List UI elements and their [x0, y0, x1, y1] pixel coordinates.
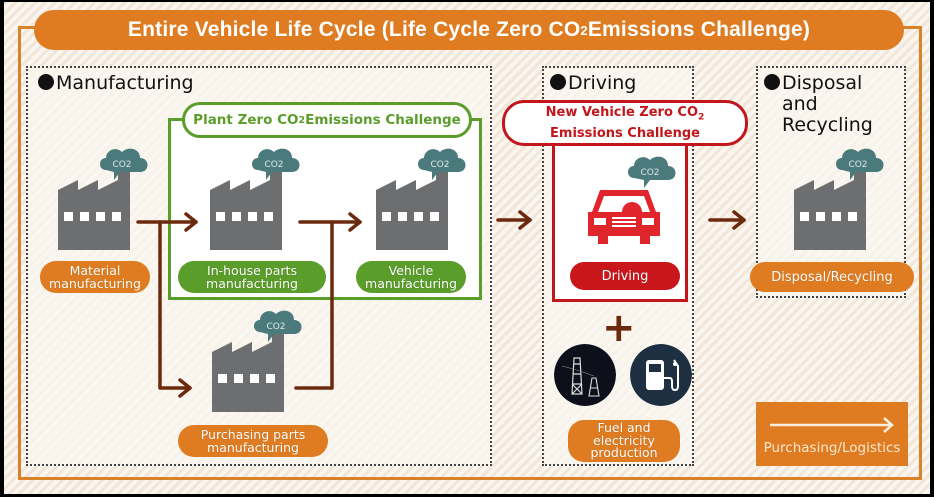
- stage-label-driving: Driving: [570, 262, 680, 290]
- fuel-pump-icon: [630, 344, 692, 406]
- driving-title: Driving: [550, 73, 636, 94]
- svg-text:CO2: CO2: [848, 160, 867, 170]
- co2-cloud-icon: [628, 156, 676, 188]
- arrowhead-icon: [732, 210, 746, 230]
- co2-cloud-icon: CO2: [836, 148, 884, 180]
- co2-cloud-icon: CO2: [100, 148, 148, 180]
- stage-label-disposal-recycling: Disposal/Recycling: [750, 262, 914, 292]
- co2-cloud-icon: CO2: [418, 148, 466, 180]
- flow-arrows: [136, 210, 746, 398]
- plus-icon: +: [602, 305, 636, 351]
- legend-label: Purchasing/Logistics: [763, 440, 901, 456]
- factory-icon: CO2: [210, 148, 300, 250]
- co2-cloud-icon: CO2: [254, 310, 302, 342]
- bullet-icon: [764, 74, 780, 90]
- banner-title-prefix: Entire Vehicle Life Cycle (Life Cycle Ze…: [127, 18, 581, 41]
- svg-text:CO2: CO2: [640, 168, 659, 178]
- factory-icon: CO2: [376, 148, 466, 250]
- new-vehicle-challenge-label: New Vehicle Zero CO2 Emissions Challenge: [502, 100, 748, 146]
- svg-text:CO2: CO2: [264, 160, 283, 170]
- life-cycle-banner: Entire Vehicle Life Cycle (Life Cycle Ze…: [34, 10, 904, 50]
- arrowhead-icon: [178, 378, 192, 398]
- bullet-icon: [550, 74, 566, 90]
- arrowhead-icon: [184, 212, 198, 232]
- svg-text:CO2: CO2: [112, 160, 131, 170]
- arrow-material-to-purchasing: [158, 220, 192, 390]
- manufacturing-title: Manufacturing: [38, 73, 194, 94]
- diagram-canvas: Entire Vehicle Life Cycle (Life Cycle Ze…: [4, 2, 930, 494]
- svg-text:CO2: CO2: [266, 322, 285, 332]
- power-tower-icon: [554, 344, 616, 406]
- banner-title-sub: 2: [580, 22, 588, 38]
- factory-icon: CO2: [58, 148, 148, 250]
- arrow-right-icon: [770, 417, 894, 433]
- factory-icon: CO2: [794, 148, 884, 250]
- factory-icon: CO2: [212, 310, 302, 412]
- arrowhead-icon: [348, 212, 362, 232]
- arrowhead-icon: [518, 210, 532, 230]
- bullet-icon: [38, 74, 54, 90]
- legend-purchasing-logistics: Purchasing/Logistics: [756, 402, 908, 466]
- disposal-title: Disposal and Recycling: [764, 73, 873, 136]
- arrow-purchasing-to-vehicle: [294, 220, 334, 390]
- car-icon: CO2: [588, 156, 676, 244]
- co2-cloud-icon: CO2: [252, 148, 300, 180]
- svg-text:CO2: CO2: [430, 160, 449, 170]
- banner-title-suffix: Emissions Challenge): [587, 18, 811, 41]
